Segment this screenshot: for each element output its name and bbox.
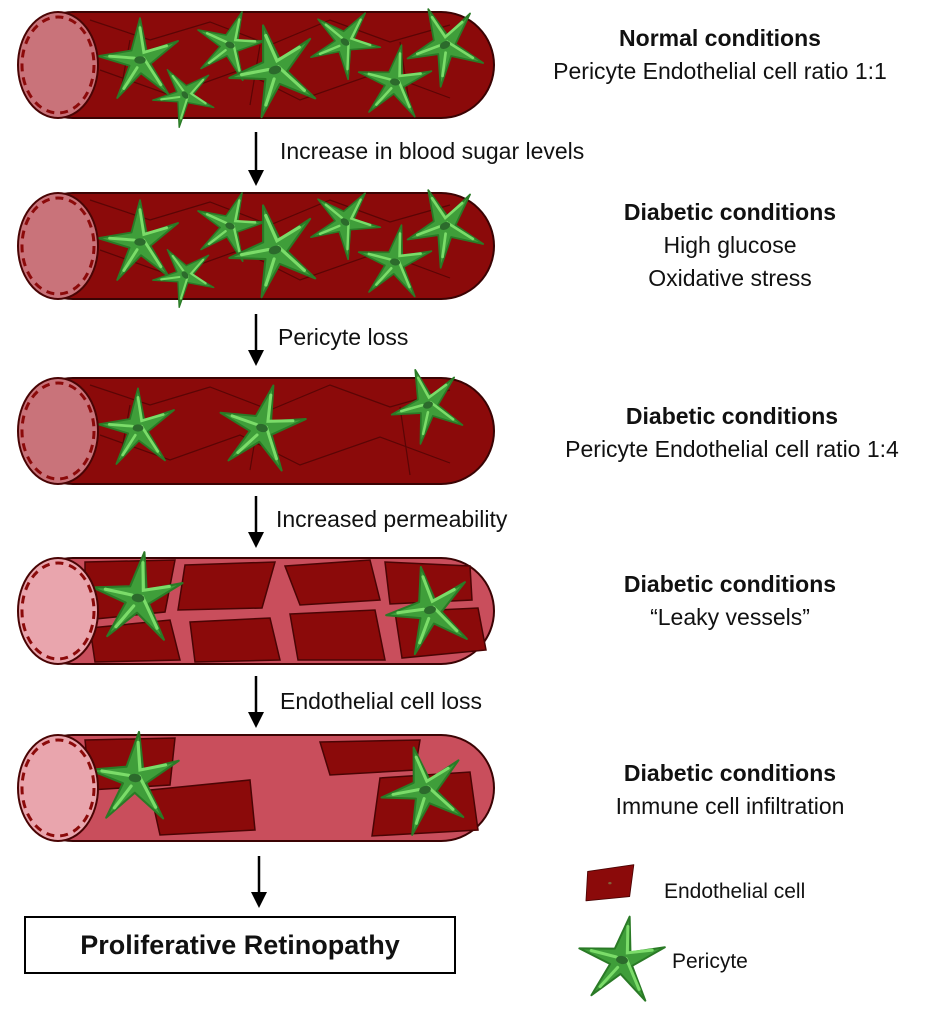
legend-pericyte-label: Pericyte [672,950,748,973]
vessel-endothelial-loss [17,726,495,842]
stage-5-title: Diabetic conditions [623,760,837,786]
stage-2-text: Diabetic conditions High glucose Oxidati… [530,196,930,295]
legend-endothelial-label: Endothelial cell [664,880,806,903]
arrow-1 [248,132,264,186]
stage-2-line-1: High glucose [663,232,797,258]
stage-4-text: Diabetic conditions “Leaky vessels” [530,568,930,634]
legend-endothelial-icon [585,864,635,902]
stage-3-line-1: Pericyte Endothelial cell ratio 1:4 [565,436,899,462]
arrow-4 [248,676,264,728]
stage-1-title: Normal conditions [619,25,821,51]
transition-1-label: Increase in blood sugar levels [280,138,585,164]
vessel-pericyte-loss [17,356,495,485]
transition-4-label: Endothelial cell loss [280,688,483,714]
outcome-box: Proliferative Retinopathy [24,916,456,974]
stage-1-text: Normal conditions Pericyte Endothelial c… [520,22,920,88]
vessel-diabetic-glucose [17,171,495,316]
transition-3-label: Increased permeability [276,506,508,532]
stage-3-title: Diabetic conditions [625,403,839,429]
vessel-leaky [17,544,495,665]
stage-4-title: Diabetic conditions [623,571,837,597]
stage-4-line-1: “Leaky vessels” [650,604,810,630]
stage-3-text: Diabetic conditions Pericyte Endothelial… [532,400,930,466]
outcome-label: Proliferative Retinopathy [80,929,400,960]
arrow-2 [248,314,264,366]
stage-2-line-2: Oxidative stress [648,265,812,291]
transition-2-label: Pericyte loss [278,324,409,350]
stage-2-title: Diabetic conditions [623,199,837,225]
vessel-normal [17,0,495,136]
stage-1-line-1: Pericyte Endothelial cell ratio 1:1 [553,58,887,84]
legend-pericyte-icon [570,907,671,1008]
stage-5-text: Diabetic conditions Immune cell infiltra… [530,757,930,823]
arrow-5 [251,856,267,908]
stage-5-line-1: Immune cell infiltration [615,793,845,819]
arrow-3 [248,496,264,548]
